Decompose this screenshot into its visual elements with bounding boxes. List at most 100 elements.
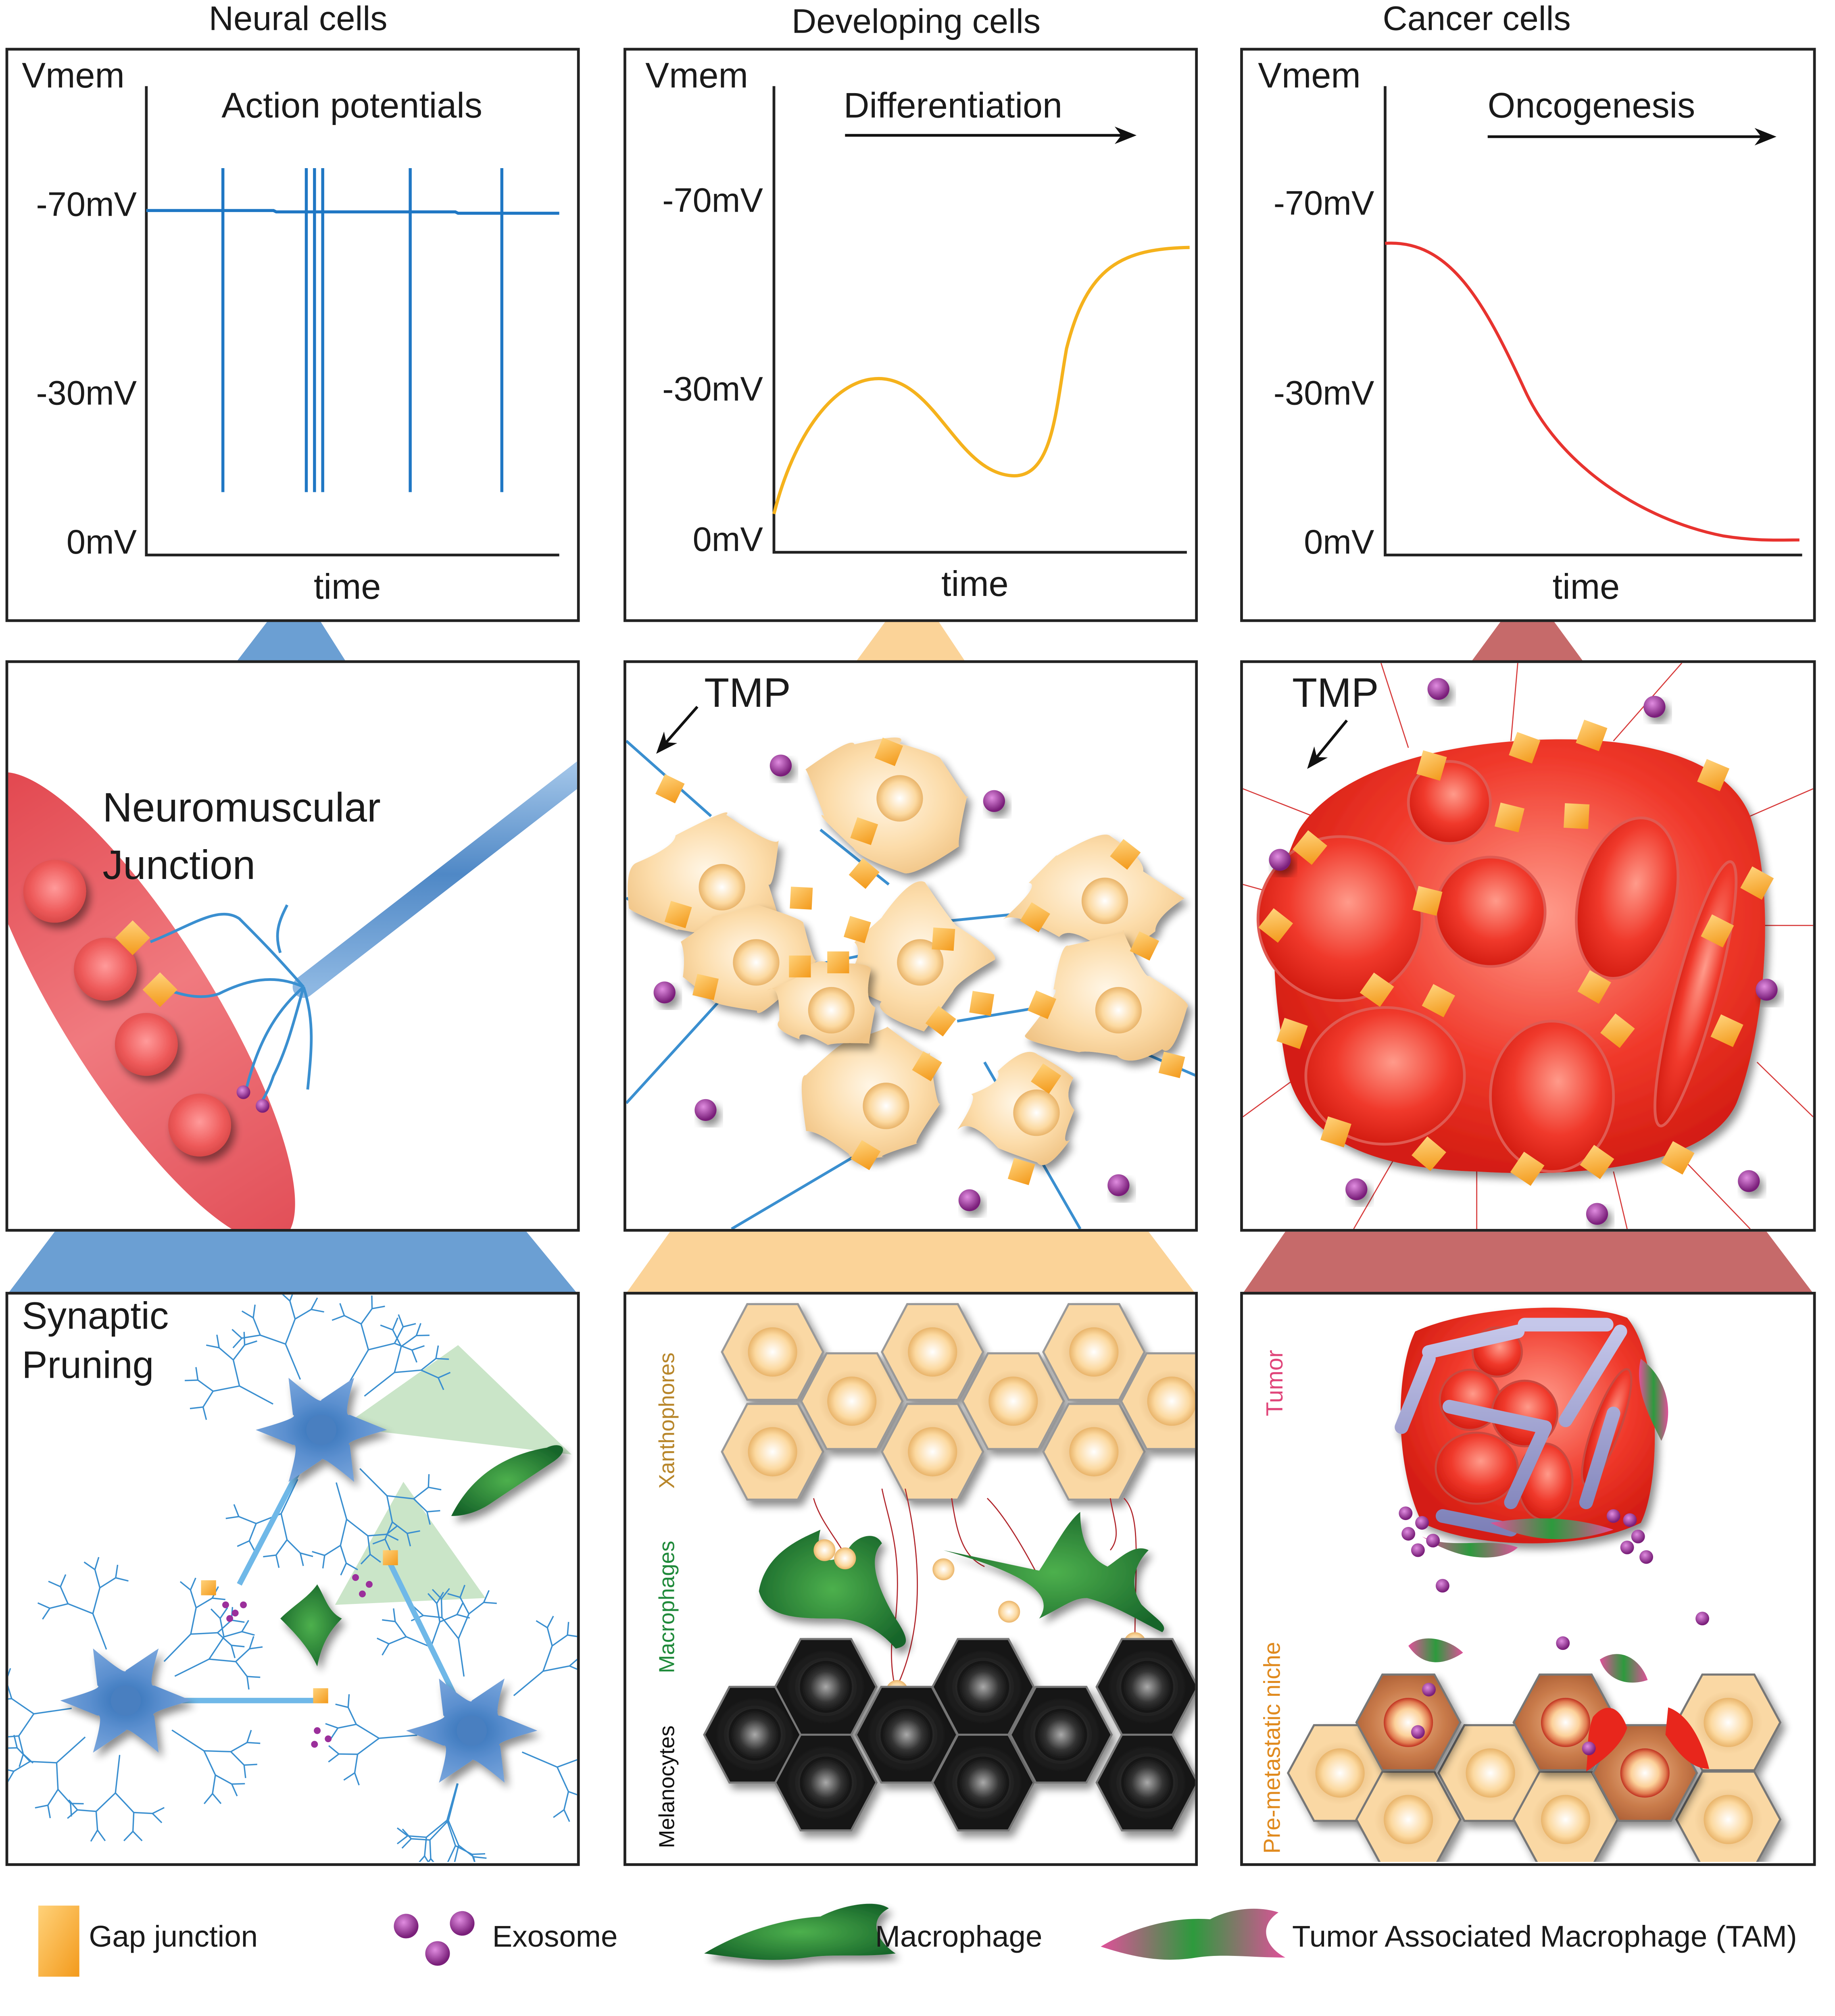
nucleus xyxy=(1466,1748,1515,1798)
gap-junction xyxy=(1320,1116,1351,1148)
dendrite xyxy=(95,1811,98,1831)
dendrite xyxy=(233,1344,245,1360)
dendrite xyxy=(0,1673,6,1681)
dendrite xyxy=(35,1804,48,1809)
macrophage-icon xyxy=(704,1904,896,1960)
dendrite xyxy=(413,1606,424,1616)
dendrite xyxy=(372,1538,386,1545)
legend-item-tam: Tumor Associated Macrophage (TAM) xyxy=(1101,1908,1797,1960)
dendrite xyxy=(563,1791,569,1810)
gap-junction xyxy=(1697,759,1730,791)
gap-junction xyxy=(1027,990,1057,1019)
gap-junction xyxy=(201,1580,216,1595)
dendrite xyxy=(386,1526,397,1535)
exosome xyxy=(653,981,676,1004)
dendrite xyxy=(424,1856,429,1862)
gap-junction xyxy=(1416,750,1447,781)
xanthophore-cell xyxy=(880,1403,984,1501)
dendrite xyxy=(237,1540,250,1547)
dendrite xyxy=(438,1372,451,1379)
dendrite xyxy=(367,1535,371,1555)
dendrite xyxy=(567,1622,569,1635)
dendrite xyxy=(413,1498,428,1512)
pigment-pattern-illustration xyxy=(703,1303,1195,1832)
dendrite xyxy=(372,1306,385,1310)
gap-junction xyxy=(849,858,880,889)
dendrite xyxy=(471,1854,475,1862)
dendrite xyxy=(37,1602,50,1609)
dendrite xyxy=(388,1636,407,1645)
dendrite xyxy=(325,1723,338,1729)
dendrite xyxy=(354,1754,359,1773)
gap-junction xyxy=(789,955,811,978)
column-title-developing: Developing cells xyxy=(792,2,1041,40)
gap-junction xyxy=(1276,1018,1308,1049)
dendrite xyxy=(588,1729,591,1741)
neuromuscular-illustration xyxy=(8,761,577,1229)
dendrite xyxy=(190,1632,218,1635)
dendrite xyxy=(416,1335,430,1337)
macrophage xyxy=(943,1512,1164,1633)
dendrite xyxy=(289,1301,296,1319)
dendrite xyxy=(421,1369,439,1379)
dendrite xyxy=(312,1551,325,1556)
dendrite xyxy=(115,1577,129,1582)
dendrite xyxy=(197,1379,214,1392)
dendrite xyxy=(19,1754,24,1767)
exosome xyxy=(958,1189,980,1211)
exosome xyxy=(983,790,1005,812)
dendrite xyxy=(368,1343,395,1351)
exosome xyxy=(1415,1516,1429,1530)
dendrite xyxy=(252,1304,256,1318)
dendrite xyxy=(60,1574,67,1587)
dendrite xyxy=(448,1783,459,1821)
gap-junction xyxy=(912,1051,942,1081)
nucleus xyxy=(1704,1697,1753,1747)
exosome xyxy=(1426,1534,1440,1547)
nucleus xyxy=(748,1427,797,1477)
macrophage xyxy=(759,1529,906,1649)
dendrite xyxy=(557,1759,577,1768)
melanocyte-cell xyxy=(1095,1638,1195,1736)
dendrite xyxy=(115,1755,121,1793)
gap-junction xyxy=(843,916,871,943)
dendrite xyxy=(332,1315,345,1321)
tmp-connection xyxy=(1681,1157,1751,1229)
dendrite xyxy=(231,1645,236,1658)
gap-junction xyxy=(692,974,719,1000)
dendrite xyxy=(359,1468,388,1496)
gap-junction xyxy=(1412,886,1443,916)
y-axis-label: Vmem xyxy=(22,55,125,95)
dendrite xyxy=(67,1809,78,1819)
dendrite xyxy=(294,1309,312,1320)
dendrite xyxy=(521,1751,558,1768)
dendrite xyxy=(286,1539,301,1554)
exosome xyxy=(1738,1170,1760,1192)
dendrite xyxy=(380,1325,393,1331)
exosome xyxy=(1756,979,1778,1001)
tick-label: -30mV xyxy=(662,369,763,408)
dendrite xyxy=(275,1539,288,1556)
dendrite xyxy=(473,1856,487,1859)
exosome xyxy=(236,1085,250,1099)
dendrite xyxy=(8,1735,19,1738)
dendrite xyxy=(115,1792,134,1813)
dendrite xyxy=(328,1745,340,1755)
dendrite xyxy=(280,1513,288,1540)
exosome xyxy=(1639,1550,1654,1564)
dendrite xyxy=(468,1602,484,1615)
tmp-connection xyxy=(957,1006,1040,1023)
dendrite xyxy=(398,1314,404,1327)
nucleus xyxy=(748,1327,797,1377)
dendrite xyxy=(206,1344,219,1349)
dendrite xyxy=(567,1634,577,1637)
dendrite xyxy=(179,1581,191,1591)
dendrite xyxy=(569,1658,577,1667)
dendrite xyxy=(427,1474,430,1487)
gap-junction xyxy=(115,920,150,955)
action-potential-trace xyxy=(146,168,559,492)
dendrite xyxy=(364,1372,395,1397)
dendrite xyxy=(260,1334,286,1345)
dendrite xyxy=(413,1487,429,1500)
